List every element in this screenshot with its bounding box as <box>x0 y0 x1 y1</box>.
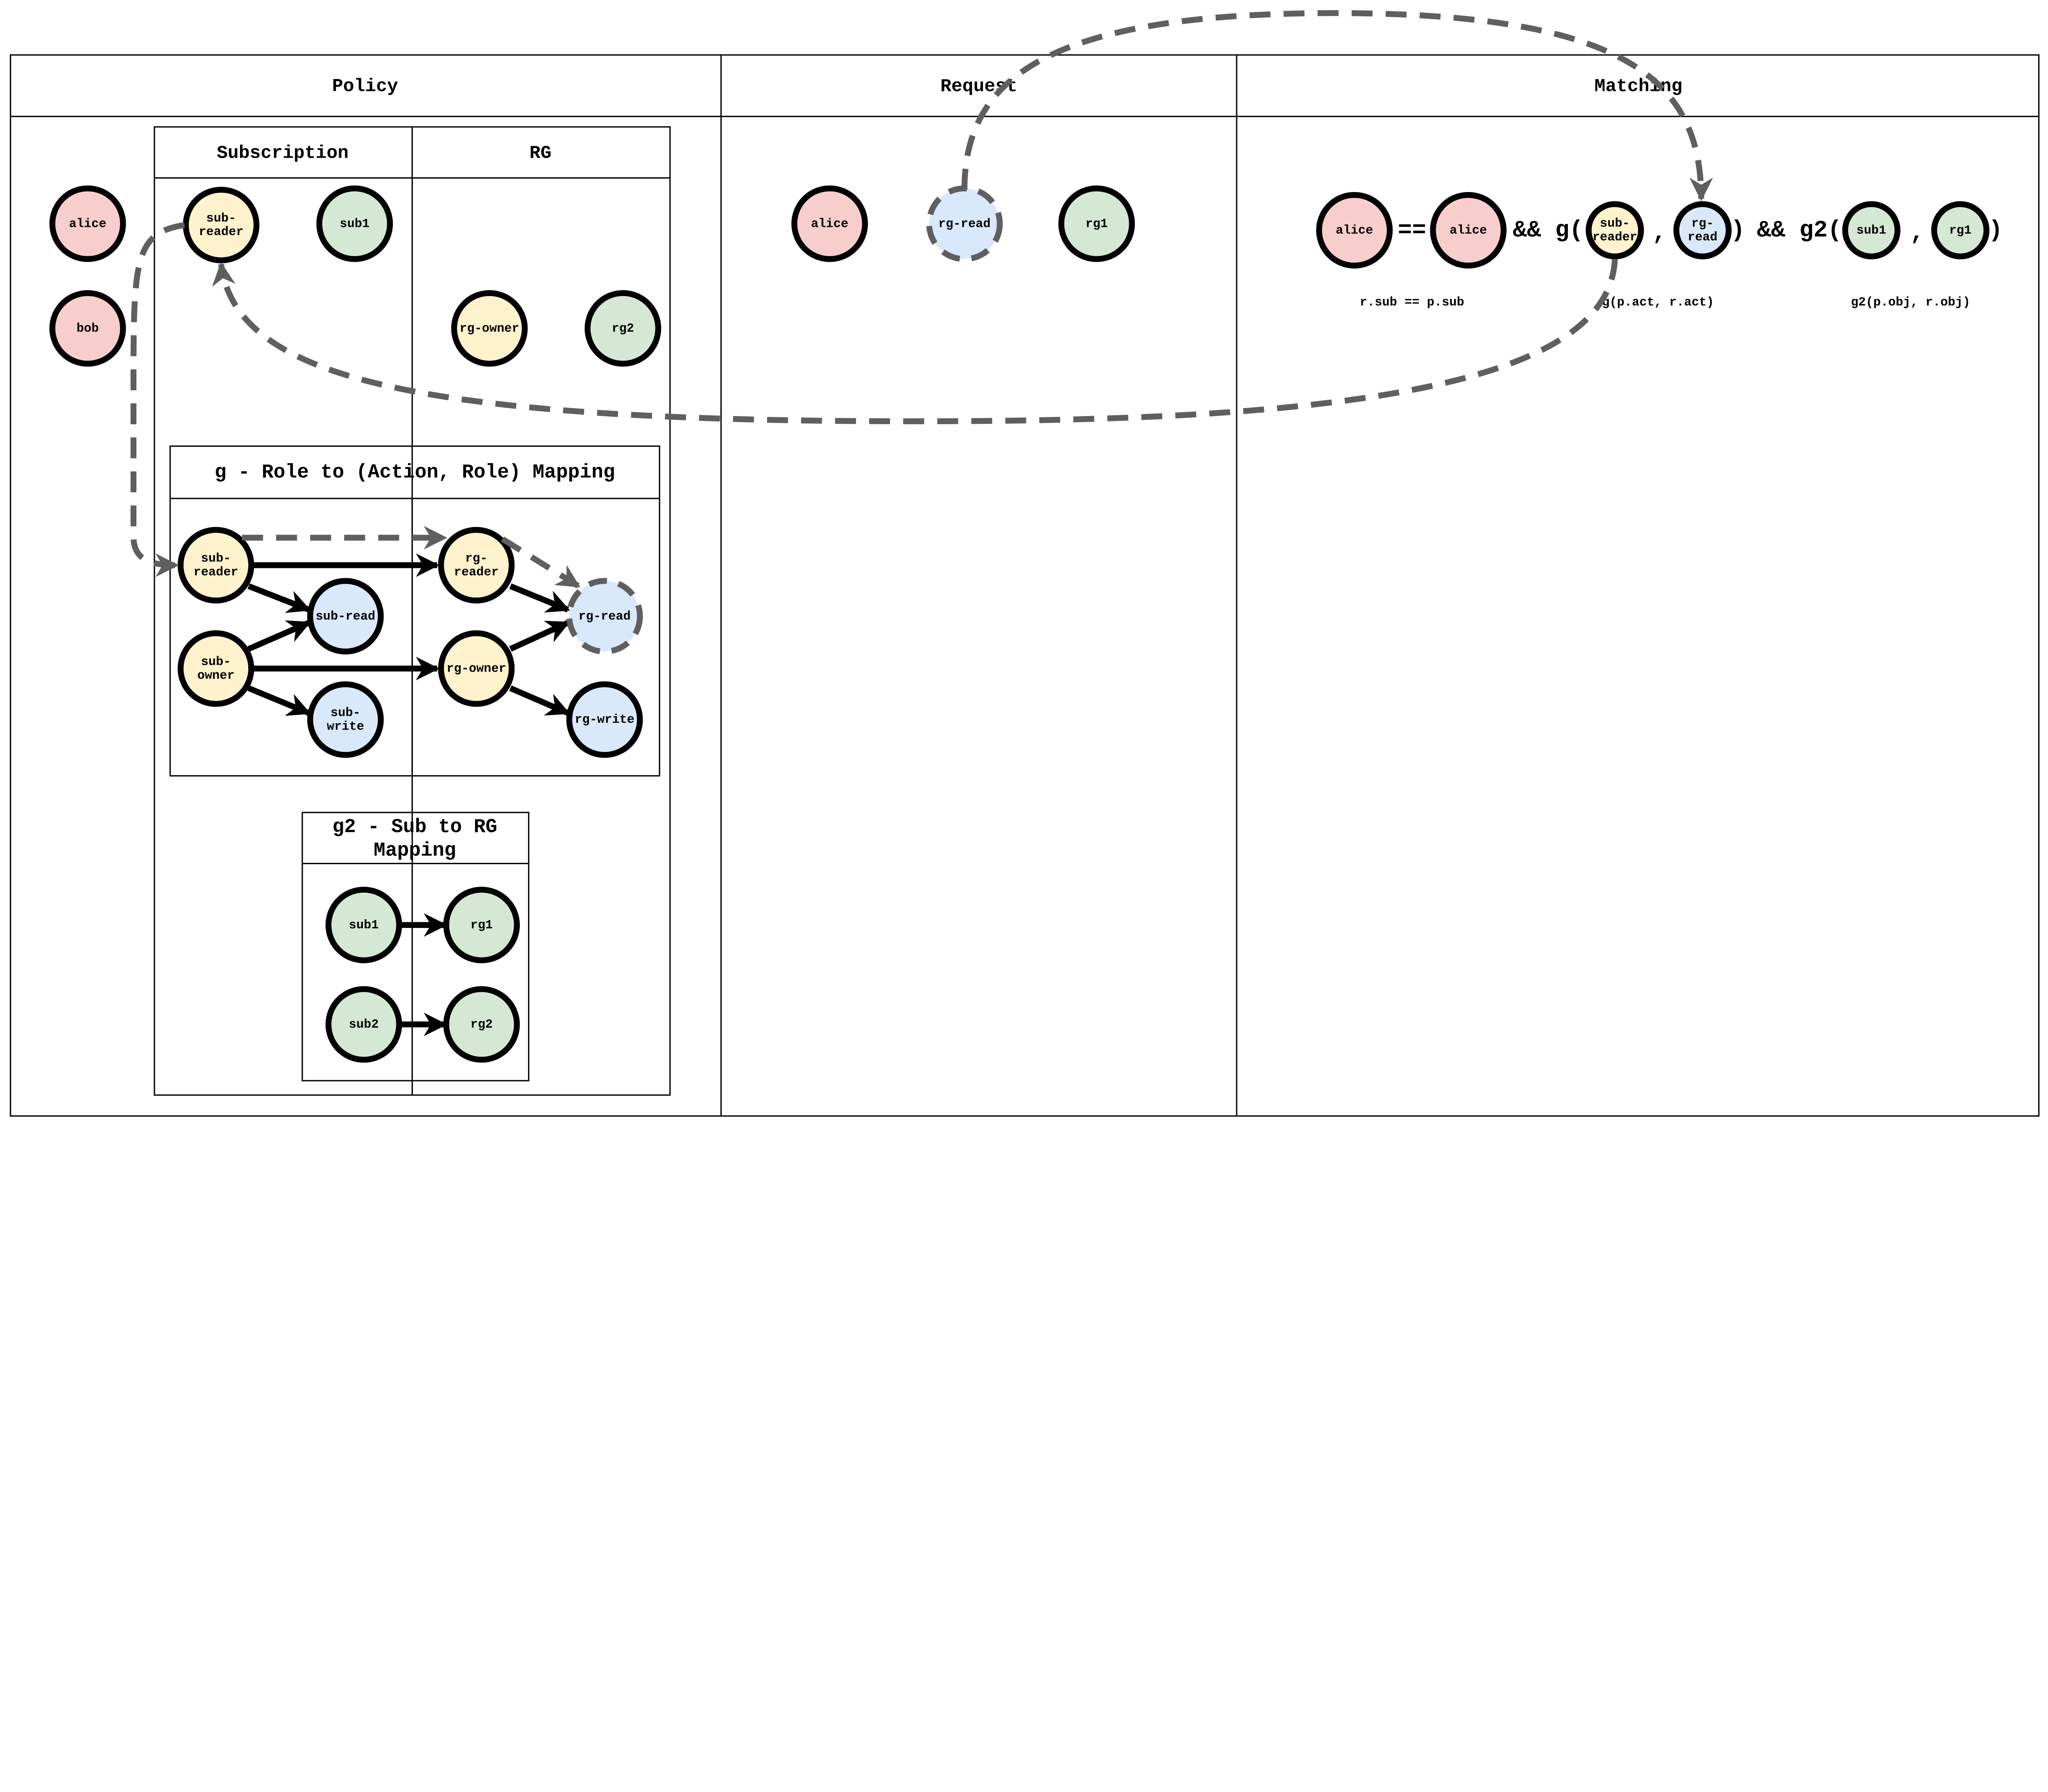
svg-text:sub2: sub2 <box>349 1018 379 1032</box>
g-node-sub-owner[interactable]: sub-owner <box>177 630 254 707</box>
g-node-rg-owner[interactable]: rg-owner <box>438 630 515 707</box>
svg-text:rg2: rg2 <box>612 322 634 336</box>
svg-text:rg1: rg1 <box>1949 224 1972 238</box>
edge-rg-owner-rg-write <box>509 685 570 716</box>
flow-rg-reader-to-rg-read <box>501 536 581 589</box>
match-close-2: ) <box>1989 217 2003 244</box>
svg-text:rg-owner: rg-owner <box>460 322 519 336</box>
svg-text:alice: alice <box>1450 224 1487 238</box>
match-and-g: && g( <box>1513 217 1584 244</box>
match-node-rg1[interactable]: rg1 <box>1931 201 1990 260</box>
nodes: alice bob sub-reader sub1 rg-owner rg2 s… <box>49 185 2003 1063</box>
svg-text:rg-read: rg-read <box>578 610 630 624</box>
g-node-sub-write[interactable]: sub-write <box>307 681 384 758</box>
match-eq-operator: == <box>1398 217 1426 244</box>
g2-node-sub1[interactable]: sub1 <box>325 887 402 964</box>
g2-node-rg2[interactable]: rg2 <box>443 986 520 1063</box>
g-node-rg-write[interactable]: rg-write <box>566 681 643 758</box>
svg-text:sub1: sub1 <box>340 217 369 231</box>
flow-sub-reader-to-g-box <box>130 222 185 577</box>
svg-text:rg1: rg1 <box>1085 217 1108 231</box>
svg-text:alice: alice <box>69 217 106 231</box>
match-node-alice-left[interactable]: alice <box>1316 192 1393 269</box>
edge-sub-owner-sub-read <box>247 620 311 652</box>
match-node-alice-right[interactable]: alice <box>1430 192 1507 269</box>
svg-text:alice: alice <box>1336 224 1373 238</box>
svg-text:sub1: sub1 <box>349 919 379 932</box>
svg-text:sub1: sub1 <box>1856 224 1886 238</box>
node-rg2[interactable]: rg2 <box>584 290 662 367</box>
edge-sub-owner-sub-write <box>247 685 311 716</box>
label-g-act: g(p.act, r.act) <box>1602 296 1714 310</box>
svg-text:sub-write: sub-write <box>327 706 364 734</box>
flow-request-to-matching <box>961 10 1713 201</box>
edge-sub-reader-sub-read <box>247 583 311 613</box>
g2-mapping-box: g2 - Sub to RG Mapping <box>301 812 530 1082</box>
g-mapping-box: g - Role to (Action, Role) Mapping <box>169 445 660 777</box>
g-box-title: g - Role to (Action, Role) Mapping <box>215 462 615 484</box>
lane-header-matching: Matching <box>1595 77 1683 97</box>
match-comma-1: , <box>1652 220 1667 247</box>
svg-text:rg-read: rg-read <box>1688 217 1717 244</box>
node-sub1[interactable]: sub1 <box>316 185 393 262</box>
svg-text:rg-owner: rg-owner <box>446 662 506 676</box>
g2-box-title-line2: Mapping <box>374 839 456 862</box>
g-node-rg-reader[interactable]: rg-reader <box>438 527 515 604</box>
svg-text:rg-read: rg-read <box>938 217 990 231</box>
edge-rg-reader-rg-read <box>509 583 570 613</box>
request-node-rg-read[interactable]: rg-read <box>926 185 1003 262</box>
svg-text:sub-owner: sub-owner <box>197 655 235 683</box>
match-close-1: ) <box>1731 217 1745 244</box>
match-comma-2: , <box>1910 220 1924 247</box>
svg-text:rg2: rg2 <box>470 1018 493 1032</box>
svg-text:alice: alice <box>811 217 848 231</box>
request-node-alice[interactable]: alice <box>791 185 868 262</box>
pool-header-rg: RG <box>530 143 552 164</box>
svg-text:rg-write: rg-write <box>575 713 634 727</box>
match-node-rg-read[interactable]: rg-read <box>1673 201 1732 260</box>
svg-text:sub-read: sub-read <box>316 610 376 624</box>
svg-text:sub-reader: sub-reader <box>1593 217 1637 244</box>
node-rg-owner[interactable]: rg-owner <box>451 290 528 367</box>
label-r-sub-eq-p-sub: r.sub == p.sub <box>1360 296 1464 310</box>
g2-node-rg1[interactable]: rg1 <box>443 887 520 964</box>
svg-text:bob: bob <box>77 322 99 336</box>
g-edges <box>247 553 570 1036</box>
g-node-rg-read[interactable]: rg-read <box>566 578 643 655</box>
match-and-g2: && g2( <box>1757 217 1842 244</box>
node-sub-reader[interactable]: sub-reader <box>183 187 260 263</box>
diagram-canvas: Policy Request Matching Subscription RG … <box>9 10 2040 1117</box>
request-node-rg1[interactable]: rg1 <box>1058 185 1135 262</box>
match-node-sub1[interactable]: sub1 <box>1842 201 1901 260</box>
dashed-flows <box>130 10 1713 589</box>
lane-header-policy: Policy <box>332 77 398 97</box>
label-g2-obj: g2(p.obj, r.obj) <box>1851 296 1970 310</box>
svg-text:sub-reader: sub-reader <box>194 552 238 579</box>
svg-text:rg-reader: rg-reader <box>454 552 498 579</box>
svg-text:sub-reader: sub-reader <box>199 212 243 239</box>
g2-box-title-line1: g2 - Sub to RG <box>333 816 497 838</box>
g-node-sub-read[interactable]: sub-read <box>307 578 384 655</box>
g2-node-sub2[interactable]: sub2 <box>325 986 402 1063</box>
g-node-sub-reader[interactable]: sub-reader <box>177 527 254 604</box>
swimlane-frame: Policy Request Matching <box>9 54 2040 1117</box>
node-alice[interactable]: alice <box>49 185 126 262</box>
node-bob[interactable]: bob <box>49 290 126 367</box>
match-node-sub-reader[interactable]: sub-reader <box>1586 201 1644 260</box>
flow-matching-to-policy-sub-reader <box>212 259 1618 424</box>
edge-rg-owner-rg-read <box>509 620 570 652</box>
pool-header-subscription: Subscription <box>217 143 349 164</box>
svg-text:rg1: rg1 <box>470 919 493 932</box>
